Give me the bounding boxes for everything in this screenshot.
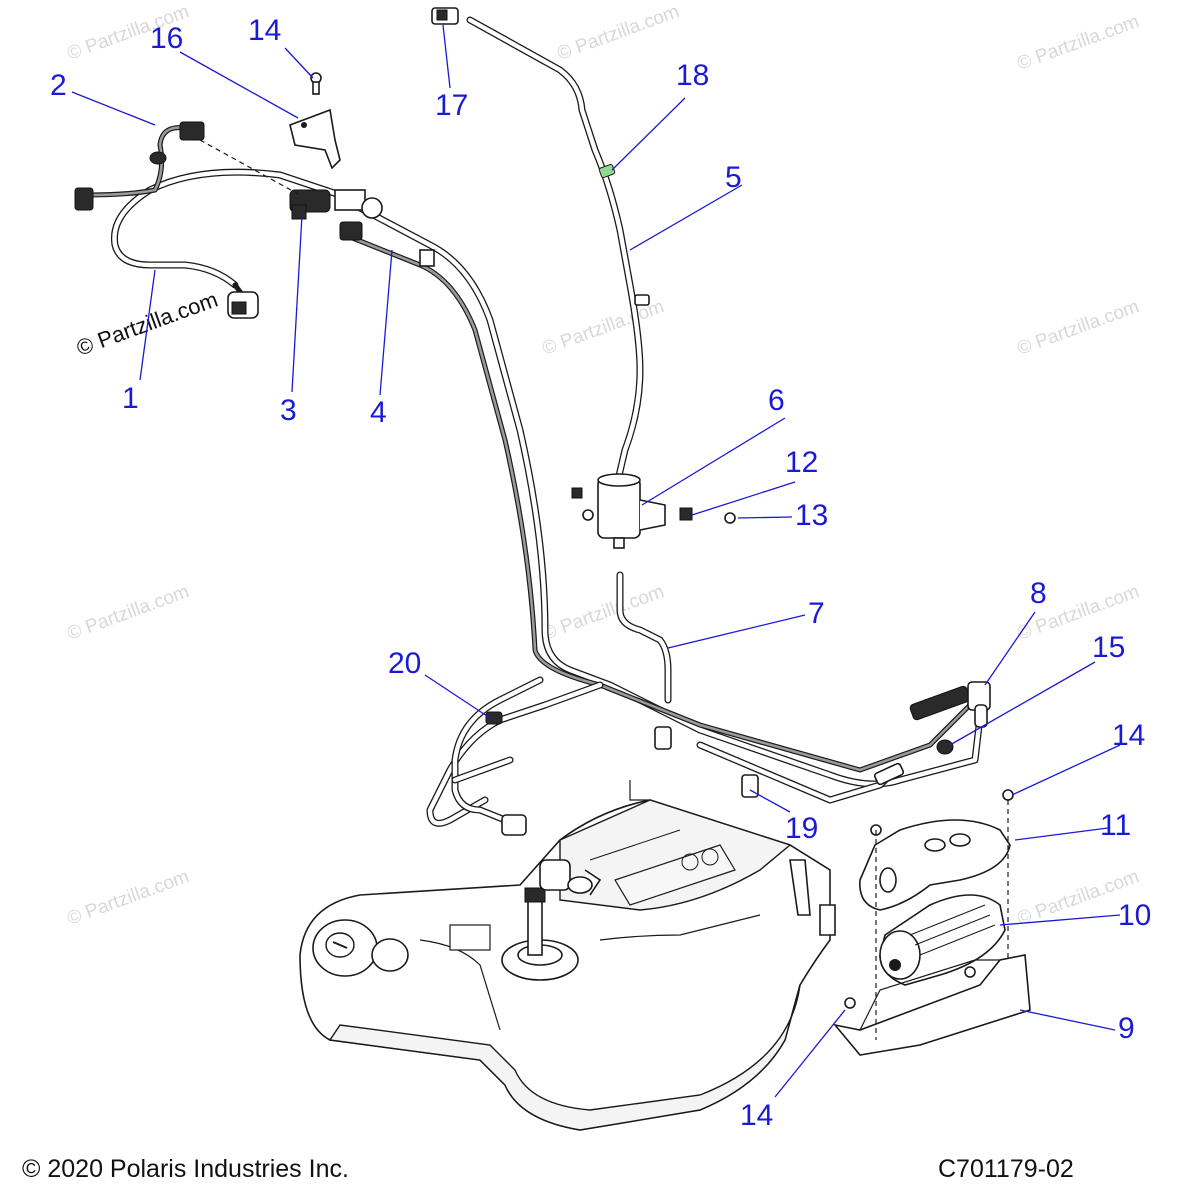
heat-shield — [859, 789, 1014, 911]
callout-14: 14 — [248, 14, 281, 47]
callout-4: 4 — [370, 396, 387, 429]
callout-17: 17 — [435, 89, 468, 122]
callout-12: 12 — [785, 446, 818, 479]
callout-18: 18 — [676, 59, 709, 92]
fuel-fitting — [289, 189, 435, 267]
callout-9: 9 — [1118, 1012, 1135, 1045]
vent-clamp — [634, 294, 650, 306]
callout-6: 6 — [768, 384, 785, 417]
connector-8 — [909, 681, 991, 755]
wire-harness — [74, 121, 259, 319]
callout-8: 8 — [1030, 577, 1047, 610]
watermark: © Partzilla.com — [1015, 11, 1142, 75]
callout-5: 5 — [725, 161, 742, 194]
callout-10: 10 — [1118, 899, 1151, 932]
evap-canister — [571, 473, 736, 549]
callout-20: 20 — [388, 647, 421, 680]
watermark: © Partzilla.com — [1015, 296, 1142, 360]
bracket-16 — [289, 72, 341, 170]
watermark: © Partzilla.com — [65, 866, 192, 930]
leader-lines — [71, 24, 1121, 1098]
fuel-pump — [879, 894, 1006, 986]
diagram-code: C701179-02 — [938, 1155, 1074, 1183]
watermark: © Partzilla.com — [555, 1, 682, 65]
callout-11: 11 — [1100, 809, 1131, 842]
callout-3: 3 — [280, 394, 297, 427]
mount-bracket — [832, 954, 1031, 1056]
callout-14: 14 — [740, 1099, 773, 1132]
callout-1: 1 — [122, 382, 139, 415]
clip-19a — [654, 726, 672, 750]
callout-2: 2 — [50, 69, 67, 102]
callout-15: 15 — [1092, 631, 1125, 664]
callout-16: 16 — [150, 22, 183, 55]
watermark: © Partzilla.com — [65, 581, 192, 645]
callout-7: 7 — [808, 597, 825, 630]
callout-14: 14 — [1112, 719, 1145, 752]
clip-20 — [485, 711, 503, 725]
callout-numbers: 1 2 3 4 5 6 7 8 9 10 11 12 13 14 14 14 1… — [50, 14, 1151, 1132]
watermarks: © Partzilla.com © Partzilla.com © Partzi… — [65, 1, 1142, 930]
fuel-tank — [299, 780, 836, 1131]
copyright-text: © 2020 Polaris Industries Inc. — [22, 1155, 349, 1183]
fuel-tubes — [110, 16, 986, 827]
callout-13: 13 — [795, 499, 828, 532]
callout-19: 19 — [785, 812, 818, 845]
assembly-line — [199, 139, 301, 196]
